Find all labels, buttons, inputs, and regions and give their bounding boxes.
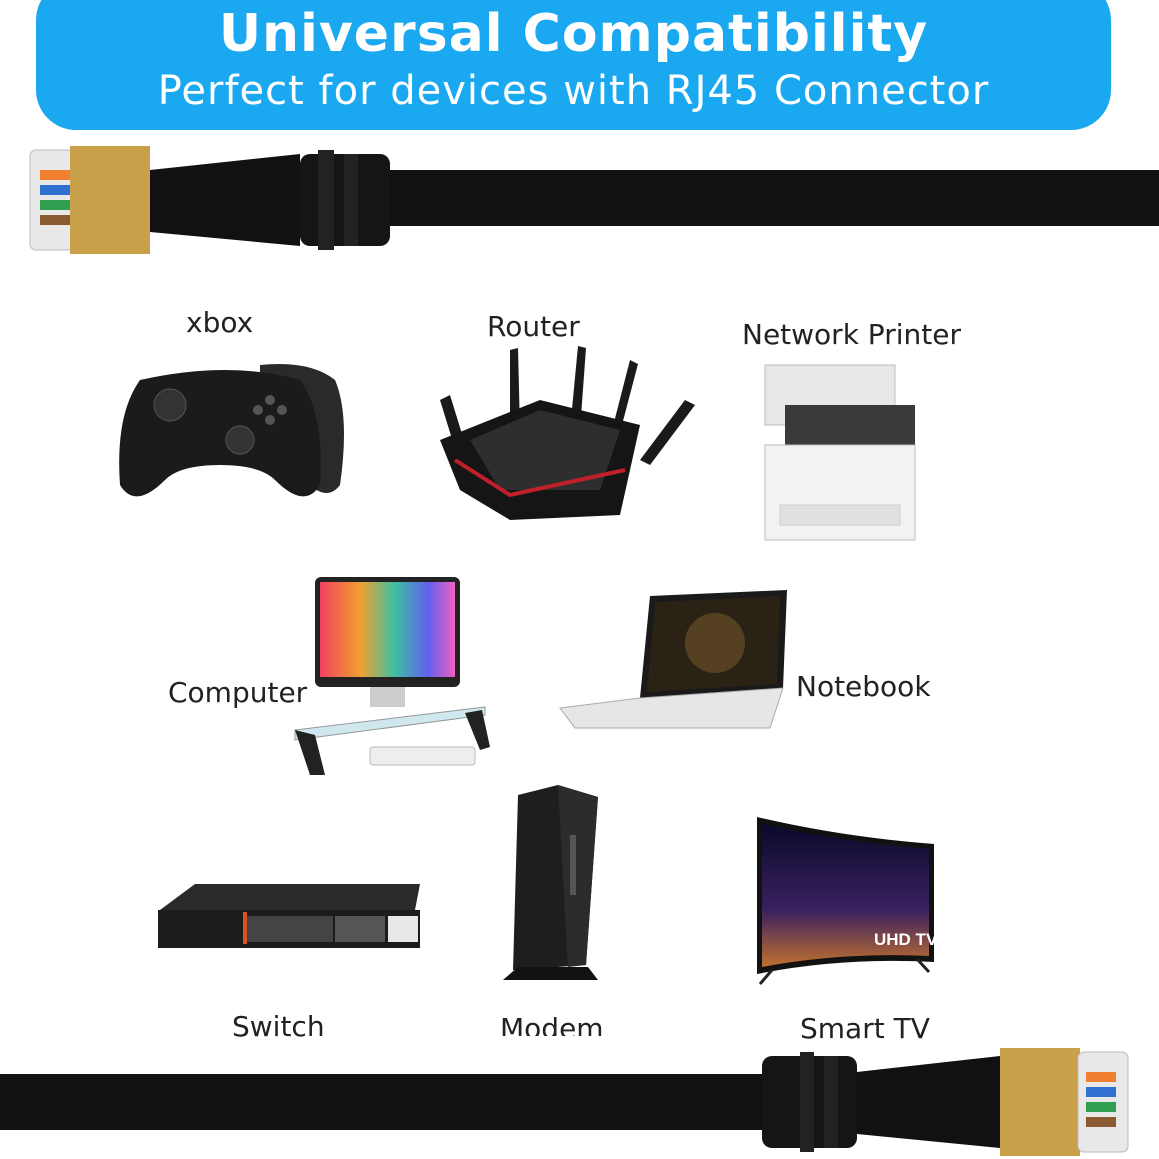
smart-tv-icon: UHD TV [757, 817, 937, 985]
label-network-printer: Network Printer [742, 318, 961, 351]
modem-icon [503, 785, 598, 980]
tv-badge-text: UHD TV [874, 930, 937, 949]
network-switch-icon [158, 884, 420, 948]
network-printer-icon [764, 364, 916, 541]
label-router: Router [487, 310, 580, 343]
label-computer: Computer [168, 676, 308, 709]
label-modem: Modem [500, 1012, 604, 1036]
banner-title: Universal Compatibility [218, 4, 929, 64]
label-xbox: xbox [186, 306, 254, 339]
label-switch: Switch [232, 1010, 325, 1043]
header-banner: Universal Compatibility Perfect for devi… [36, 0, 1111, 130]
notebook-laptop-icon [559, 590, 787, 729]
label-notebook: Notebook [796, 670, 931, 703]
banner-subtitle: Perfect for devices with RJ45 Connector [157, 68, 990, 114]
xbox-controller-icon [119, 364, 344, 497]
label-smart-tv: Smart TV [800, 1012, 930, 1045]
top-ethernet-cable-icon [29, 146, 1159, 254]
router-icon [440, 346, 695, 520]
bottom-ethernet-cable-icon [0, 1048, 1129, 1156]
label-modem-clip: Modem [480, 1012, 620, 1036]
computer-monitor-icon [294, 577, 490, 775]
